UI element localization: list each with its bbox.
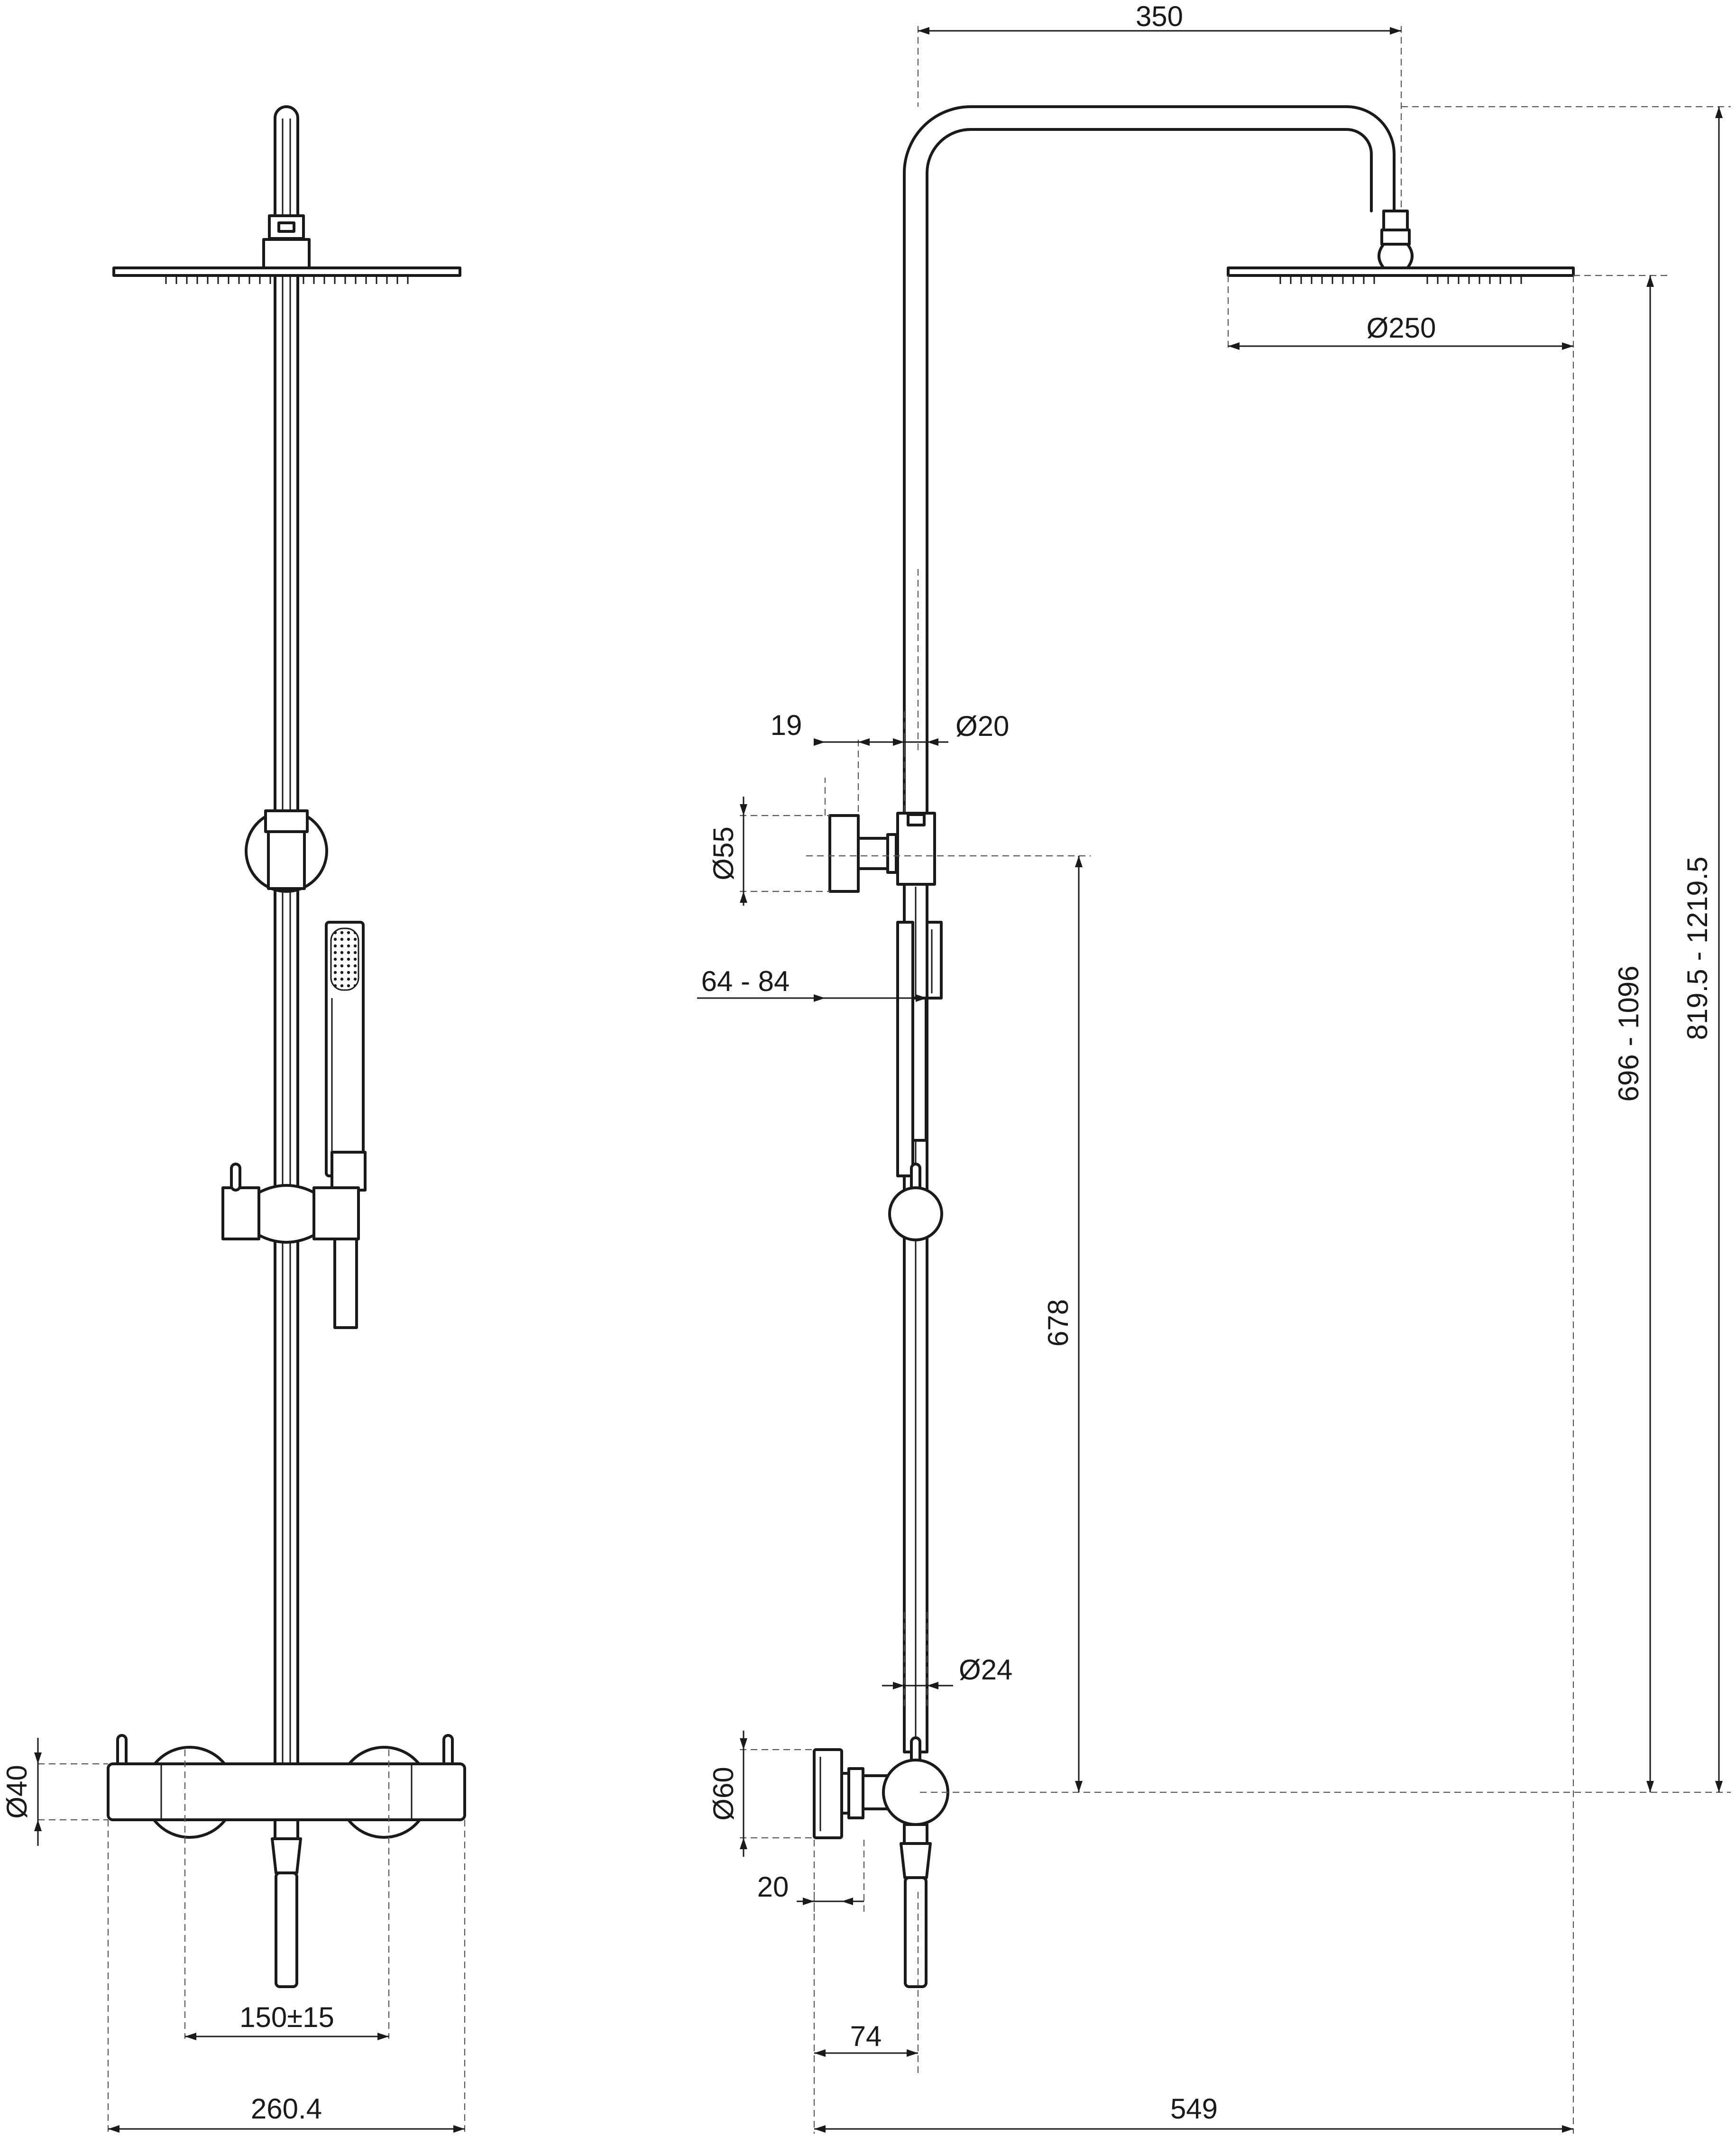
side-shower-head	[1227, 266, 1575, 277]
side-dimension-rail-height: 696 - 1096	[1613, 275, 1654, 1792]
front-shower-head	[112, 266, 461, 277]
side-bracket-arm	[857, 837, 889, 870]
side-view	[740, 26, 1731, 2134]
lower-pipe-diameter-label: Ø24	[959, 1654, 1012, 1686]
front-hose-tail	[333, 1231, 358, 1329]
mixer-width-label: 260.4	[251, 2093, 322, 2125]
side-dimension-bracket-offset: 19	[771, 709, 904, 746]
total-depth-label: 549	[1170, 2093, 1218, 2125]
front-view	[38, 105, 466, 2134]
front-slider-body	[257, 1184, 315, 1244]
side-dimension-wall-distance: 64 - 84	[697, 965, 927, 1002]
wall-distance-label: 64 - 84	[701, 965, 790, 997]
front-outlet-nut	[274, 1818, 299, 1840]
flange-depth-label: 20	[757, 1871, 789, 1903]
side-dimension-arm-length: 350	[918, 0, 1401, 35]
side-mixer-flange	[813, 1748, 843, 1839]
side-outlet-cone	[900, 1842, 932, 1879]
front-hand-shower-spray-face	[330, 927, 359, 991]
side-hand-shower-handle	[911, 997, 928, 1142]
arm-length-label: 350	[1136, 0, 1183, 32]
front-head-nut	[262, 238, 311, 269]
bracket-diameter-label: Ø55	[707, 826, 739, 880]
flange-diameter-label: Ø60	[707, 1767, 739, 1820]
front-right-lever	[442, 1734, 454, 1768]
front-head-nozzles	[165, 275, 409, 284]
side-bracket-wall-plate	[828, 814, 860, 893]
side-mixer-nut	[847, 1767, 864, 1819]
side-dimension-slider-height: 678	[1042, 856, 1083, 1792]
side-hand-shower	[896, 921, 914, 1177]
head-diameter-label: Ø250	[1367, 312, 1436, 344]
total-height-label: 819.5 - 1219.5	[1681, 857, 1713, 1040]
front-slider-lever	[230, 1163, 241, 1192]
rail-height-label: 696 - 1096	[1613, 966, 1644, 1102]
side-dimension-total-height: 819.5 - 1219.5	[1681, 107, 1723, 1792]
front-handshower-holder	[331, 1151, 367, 1192]
front-dimension-centers: 150±15	[185, 2001, 389, 2040]
front-outlet-cone	[271, 1837, 302, 1874]
front-dimension-mixer-width: 260.4	[108, 2093, 465, 2133]
front-left-lever	[116, 1734, 128, 1768]
outlet-offset-label: 74	[850, 2020, 882, 2052]
mixer-diameter-label: Ø40	[1, 1765, 33, 1818]
side-outlet-nut	[903, 1823, 928, 1845]
side-dimension-lower-pipe-diameter: Ø24	[882, 1654, 1012, 1689]
side-hand-shower-head	[926, 921, 943, 1000]
centers-label: 150±15	[239, 2001, 334, 2033]
side-dimension-flange-depth: 20	[757, 1871, 864, 1905]
side-dimension-total-depth: 549	[814, 2093, 1573, 2133]
front-slider-knob	[221, 1186, 260, 1240]
side-head-swivel	[1378, 243, 1414, 269]
side-head-connector	[1382, 210, 1409, 231]
side-dimension-head-diameter: Ø250	[1228, 312, 1573, 350]
front-slider-arm	[312, 1186, 360, 1240]
side-dimension-flange-diameter: Ø60	[707, 1731, 747, 1857]
front-outlet-pipe	[275, 1871, 298, 1988]
side-dimension-outlet-offset: 74	[814, 2020, 918, 2057]
side-slider-knob	[888, 1186, 943, 1241]
side-outlet-pipe	[904, 1876, 928, 1988]
side-mixer-body	[882, 1759, 949, 1826]
pipe-diameter-label: Ø20	[955, 710, 1009, 742]
side-shower-arm	[903, 105, 1396, 817]
front-riser-pipe	[274, 105, 299, 1777]
side-head-nozzles	[1279, 275, 1522, 284]
front-dimension-mixer-diameter: Ø40	[1, 1738, 42, 1846]
slider-height-label: 678	[1042, 1299, 1074, 1347]
side-dimension-bracket-diameter: Ø55	[707, 797, 747, 906]
side-dimension-pipe-diameter: Ø20	[882, 710, 1009, 746]
bracket-offset-label: 19	[771, 709, 802, 741]
